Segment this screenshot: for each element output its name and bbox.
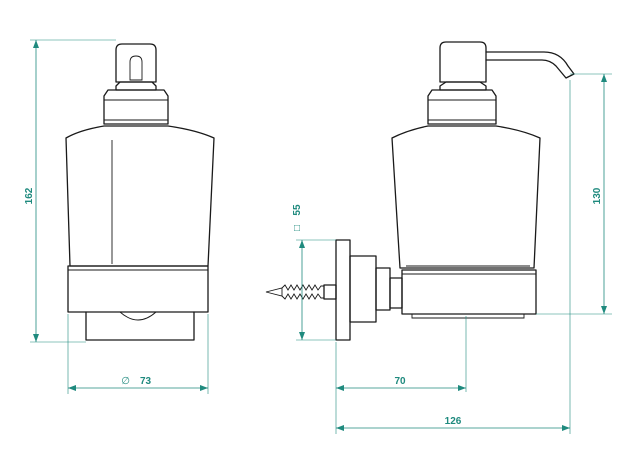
front-bottom-cup bbox=[85, 311, 195, 341]
front-glass-body bbox=[65, 125, 215, 267]
arm-joint bbox=[389, 277, 403, 309]
front-holder-ring bbox=[67, 265, 209, 313]
side-holder-ring bbox=[401, 269, 537, 315]
wall-plate bbox=[335, 239, 351, 341]
wall-mount-side bbox=[265, 239, 403, 341]
side-neck bbox=[427, 89, 497, 125]
side-view bbox=[391, 41, 575, 319]
base-diameter-symbol: ∅ bbox=[121, 376, 130, 387]
dimension-dispenser-height: 130 bbox=[536, 73, 612, 315]
dimension-overall-height: 162 bbox=[24, 39, 116, 343]
wall-plate-cap bbox=[349, 255, 377, 323]
overall-height-label: 162 bbox=[24, 187, 35, 204]
projection-label: 70 bbox=[394, 376, 406, 387]
front-pump-nozzle-icon bbox=[129, 55, 143, 81]
mounting-boss bbox=[375, 267, 391, 311]
front-neck bbox=[103, 89, 169, 125]
dimension-wall-plate-size: □ 55 bbox=[292, 204, 336, 341]
front-view bbox=[65, 43, 215, 341]
side-pump-head bbox=[439, 41, 487, 83]
screw bbox=[265, 287, 283, 297]
total-depth-label: 126 bbox=[445, 416, 462, 427]
dimension-base-diameter: ∅ 73 bbox=[67, 314, 209, 394]
dispenser-height-label: 130 bbox=[592, 187, 603, 204]
dimension-projection: 70 bbox=[335, 342, 466, 434]
wall-plate-symbol: □ bbox=[292, 225, 303, 231]
wall-plate-size-label: 55 bbox=[292, 204, 303, 216]
dimension-total-depth: 126 bbox=[336, 80, 571, 434]
front-pump-head bbox=[115, 43, 157, 83]
side-pump-collar bbox=[439, 81, 487, 91]
side-glass-body bbox=[391, 125, 541, 269]
base-diameter-label: 73 bbox=[140, 376, 152, 387]
front-pump-collar bbox=[115, 81, 157, 91]
side-pump-spout bbox=[485, 51, 575, 79]
